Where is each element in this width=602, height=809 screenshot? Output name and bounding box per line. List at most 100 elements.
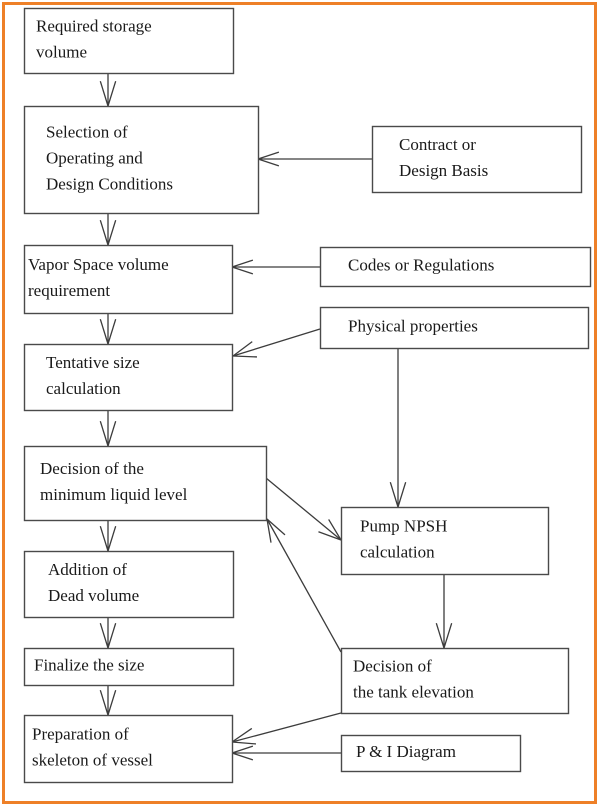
flow-node-label: calculation — [46, 379, 121, 398]
edge-shaft — [231, 712, 342, 743]
flow-node-box — [23, 244, 234, 315]
arrowhead-stroke — [107, 219, 117, 246]
arrowhead-stroke — [107, 689, 117, 716]
flow-node-label: the tank elevation — [353, 682, 474, 701]
flow-node-label: Dead volume — [48, 586, 139, 605]
flow-node-label: Codes or Regulations — [348, 255, 494, 274]
flow-node-box — [340, 734, 522, 773]
arrowhead-stroke — [328, 519, 342, 541]
arrowhead-stroke — [99, 80, 109, 107]
flow-node-box — [23, 343, 234, 412]
arrowhead-stroke — [389, 481, 399, 508]
flow-edge-edge-storage-to-selection — [99, 73, 117, 107]
arrowhead-stroke — [107, 525, 117, 552]
flow-node-box — [23, 445, 268, 522]
flow-node-preparation-skeleton-vessel[interactable]: Preparation of skeleton of vessel — [23, 714, 234, 784]
flow-node-addition-dead-volume[interactable]: Addition of Dead volume — [23, 550, 235, 619]
flow-node-label: Addition of — [48, 560, 127, 579]
flow-edge-edge-addition-to-finalize — [99, 617, 117, 649]
flow-node-box — [340, 506, 550, 576]
flow-node-pump-npsh-calculation[interactable]: Pump NPSH calculation — [340, 506, 550, 576]
flow-node-label: calculation — [360, 542, 435, 561]
arrowhead-stroke — [231, 745, 254, 754]
flow-node-label: Selection of — [46, 122, 128, 141]
flow-node-decision-tank-elevation[interactable]: Decision of the tank elevation — [340, 647, 570, 715]
flow-edge-edge-selection-to-vapor — [99, 213, 117, 246]
flow-node-box — [340, 647, 570, 715]
flow-node-box — [23, 105, 260, 215]
flow-edge-edge-tentative-to-decision — [99, 410, 117, 447]
flow-node-label: Preparation of — [32, 724, 129, 743]
flow-node-vapor-space-volume[interactable]: Vapor Space volume requirement — [23, 244, 234, 315]
flow-node-label: P & I Diagram — [356, 742, 456, 761]
flow-edge-edge-contract-to-selection — [257, 151, 372, 167]
flow-node-decision-minimum-liquid-level[interactable]: Decision of the minimum liquid level — [23, 445, 268, 522]
flow-edge-edge-pi-to-preparation — [231, 745, 341, 761]
flow-edge-edge-decision-to-pump — [265, 477, 342, 541]
flow-edge-edge-finalize-to-preparation — [99, 685, 117, 716]
edge-shaft — [266, 518, 342, 653]
arrowhead-stroke — [232, 341, 253, 357]
arrowhead-stroke — [107, 622, 117, 649]
flow-edge-edge-pump-to-tank-elevation — [435, 574, 453, 649]
flow-edge-edge-tank-elevation-to-preparation — [231, 712, 342, 745]
flow-node-label: volume — [36, 42, 87, 61]
flow-node-label: Finalize the size — [34, 655, 144, 674]
flow-node-label: requirement — [28, 281, 110, 300]
edge-shaft — [265, 477, 342, 541]
flow-node-label: skeleton of vessel — [32, 750, 153, 769]
flow-node-box — [23, 714, 234, 784]
arrowhead-stroke — [99, 318, 109, 345]
flow-node-label: Design Basis — [399, 161, 488, 180]
flow-node-box — [23, 7, 235, 75]
page-frame-border — [2, 2, 597, 804]
arrowhead-stroke — [232, 355, 258, 358]
arrowhead-stroke — [231, 727, 253, 743]
flow-node-label: Operating and — [46, 148, 143, 167]
arrowhead-stroke — [443, 622, 453, 649]
flow-node-label: Vapor Space volume — [28, 255, 169, 274]
arrowhead-stroke — [99, 420, 109, 447]
flowchart-edges — [99, 73, 453, 761]
arrowhead-stroke — [107, 420, 117, 447]
flow-node-required-storage-volume[interactable]: Required storage volume — [23, 7, 235, 75]
flow-edge-edge-vapor-to-tentative — [99, 313, 117, 345]
flow-node-label: Design Conditions — [46, 174, 173, 193]
arrowhead-stroke — [257, 151, 280, 160]
flow-node-box — [23, 550, 235, 619]
arrowhead-stroke — [99, 525, 109, 552]
flow-node-contract-design-basis[interactable]: Contract or Design Basis — [371, 125, 583, 194]
flow-edge-edge-physical-to-tentative — [232, 328, 321, 358]
flow-node-label: Physical properties — [348, 316, 478, 335]
arrowhead-stroke — [266, 518, 286, 536]
flow-node-label: Decision of — [353, 656, 432, 675]
flow-node-p-and-i-diagram[interactable]: P & I Diagram — [340, 734, 522, 773]
flow-node-tentative-size-calculation[interactable]: Tentative size calculation — [23, 343, 234, 412]
flow-node-label: minimum liquid level — [40, 485, 188, 504]
flow-node-label: Tentative size — [46, 353, 140, 372]
arrowhead-stroke — [107, 80, 117, 107]
arrowhead-stroke — [231, 752, 254, 761]
arrowhead-stroke — [266, 518, 272, 543]
arrowhead-stroke — [107, 318, 117, 345]
flow-node-label: Decision of the — [40, 459, 144, 478]
arrowhead-stroke — [318, 531, 342, 541]
flow-node-finalize-the-size[interactable]: Finalize the size — [23, 647, 235, 687]
flow-node-box — [319, 246, 592, 288]
flow-edge-edge-decision-to-addition — [99, 520, 117, 552]
flow-node-label: Contract or — [399, 135, 476, 154]
flow-edge-edge-physical-to-pump — [389, 348, 407, 508]
flow-node-physical-properties[interactable]: Physical properties — [319, 306, 590, 350]
arrowhead-stroke — [99, 219, 109, 246]
flow-node-box — [371, 125, 583, 194]
flow-node-label: Pump NPSH — [360, 516, 447, 535]
arrowhead-stroke — [257, 158, 280, 167]
flow-node-codes-regulations[interactable]: Codes or Regulations — [319, 246, 592, 288]
flow-node-label: Required storage — [36, 16, 152, 35]
arrowhead-stroke — [231, 741, 256, 745]
flow-node-box — [23, 647, 235, 687]
